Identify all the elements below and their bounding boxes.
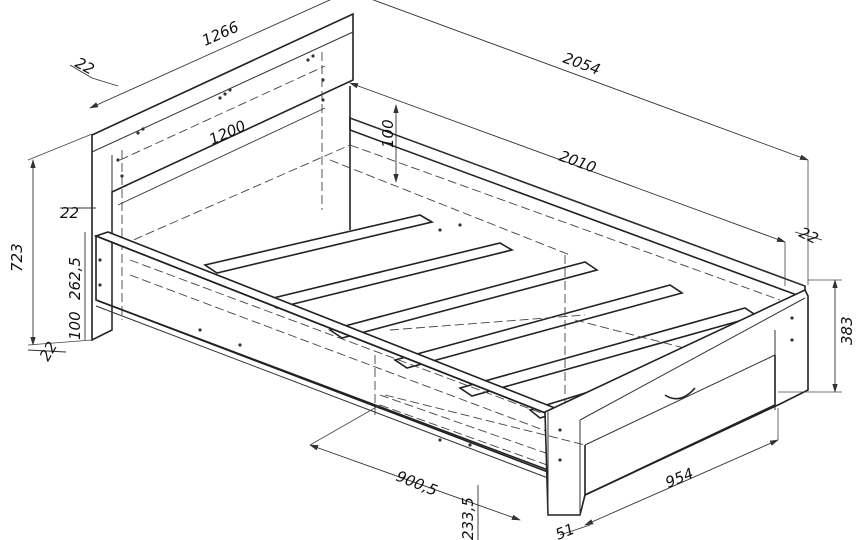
dimension-lines — [27, 0, 842, 540]
dim-footboard-height: 383 — [838, 316, 856, 345]
dim-headboard-thickness: 22 — [72, 54, 97, 79]
dim-panel-thickness-bottom: 22 — [36, 338, 61, 364]
dim-drawer-depth: 900,5 — [394, 467, 441, 500]
front-side-rail — [93, 231, 563, 479]
dimension-labels: 1266 22 2054 2010 1200 100 22 723 262,5 … — [8, 18, 856, 540]
dim-drawer-height: 233,5 — [459, 497, 477, 540]
dim-drawer-width: 954 — [663, 464, 696, 491]
dim-headboard-width: 1266 — [199, 18, 241, 50]
dim-panel-thickness-right: 22 — [796, 223, 821, 248]
dim-drawer-offset: 51 — [553, 520, 577, 540]
dim-inner-length: 2010 — [557, 147, 599, 177]
dim-panel-thickness-left: 22 — [60, 204, 79, 222]
dim-side-rail-height: 100 — [379, 119, 397, 148]
dim-total-length: 2054 — [561, 49, 603, 79]
dim-floor-gap: 100 — [66, 311, 84, 340]
dim-headboard-height: 723 — [8, 243, 26, 272]
dim-rail-position: 262,5 — [66, 257, 84, 300]
